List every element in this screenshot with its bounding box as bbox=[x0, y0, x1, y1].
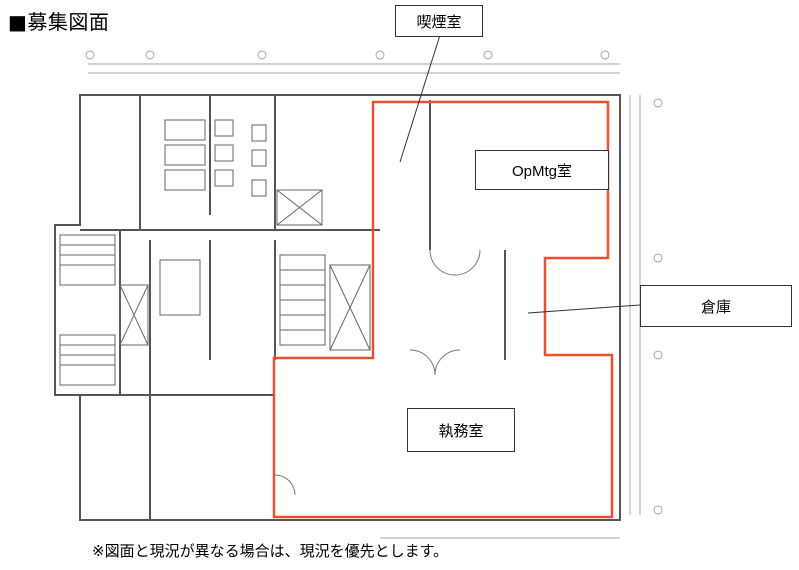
doors bbox=[274, 249, 481, 496]
stairs bbox=[59, 234, 326, 386]
disclaimer-note: ※図面と現況が異なる場合は、現況を優先とします。 bbox=[92, 542, 449, 560]
dimension-lines bbox=[88, 63, 641, 539]
elevators bbox=[119, 189, 371, 351]
page-title: ■募集図面 bbox=[8, 10, 110, 34]
walls bbox=[54, 94, 621, 521]
room-label-opmtg: OpMtg室 bbox=[475, 150, 609, 190]
leased-area-outline bbox=[272, 100, 614, 519]
restroom-fixtures bbox=[159, 119, 267, 316]
room-label-smoking: 喫煙室 bbox=[395, 5, 483, 37]
room-label-storage: 倉庫 bbox=[640, 285, 792, 327]
grid-markers bbox=[85, 50, 663, 515]
callout-leaders bbox=[399, 34, 641, 314]
room-label-office: 執務室 bbox=[407, 408, 515, 452]
